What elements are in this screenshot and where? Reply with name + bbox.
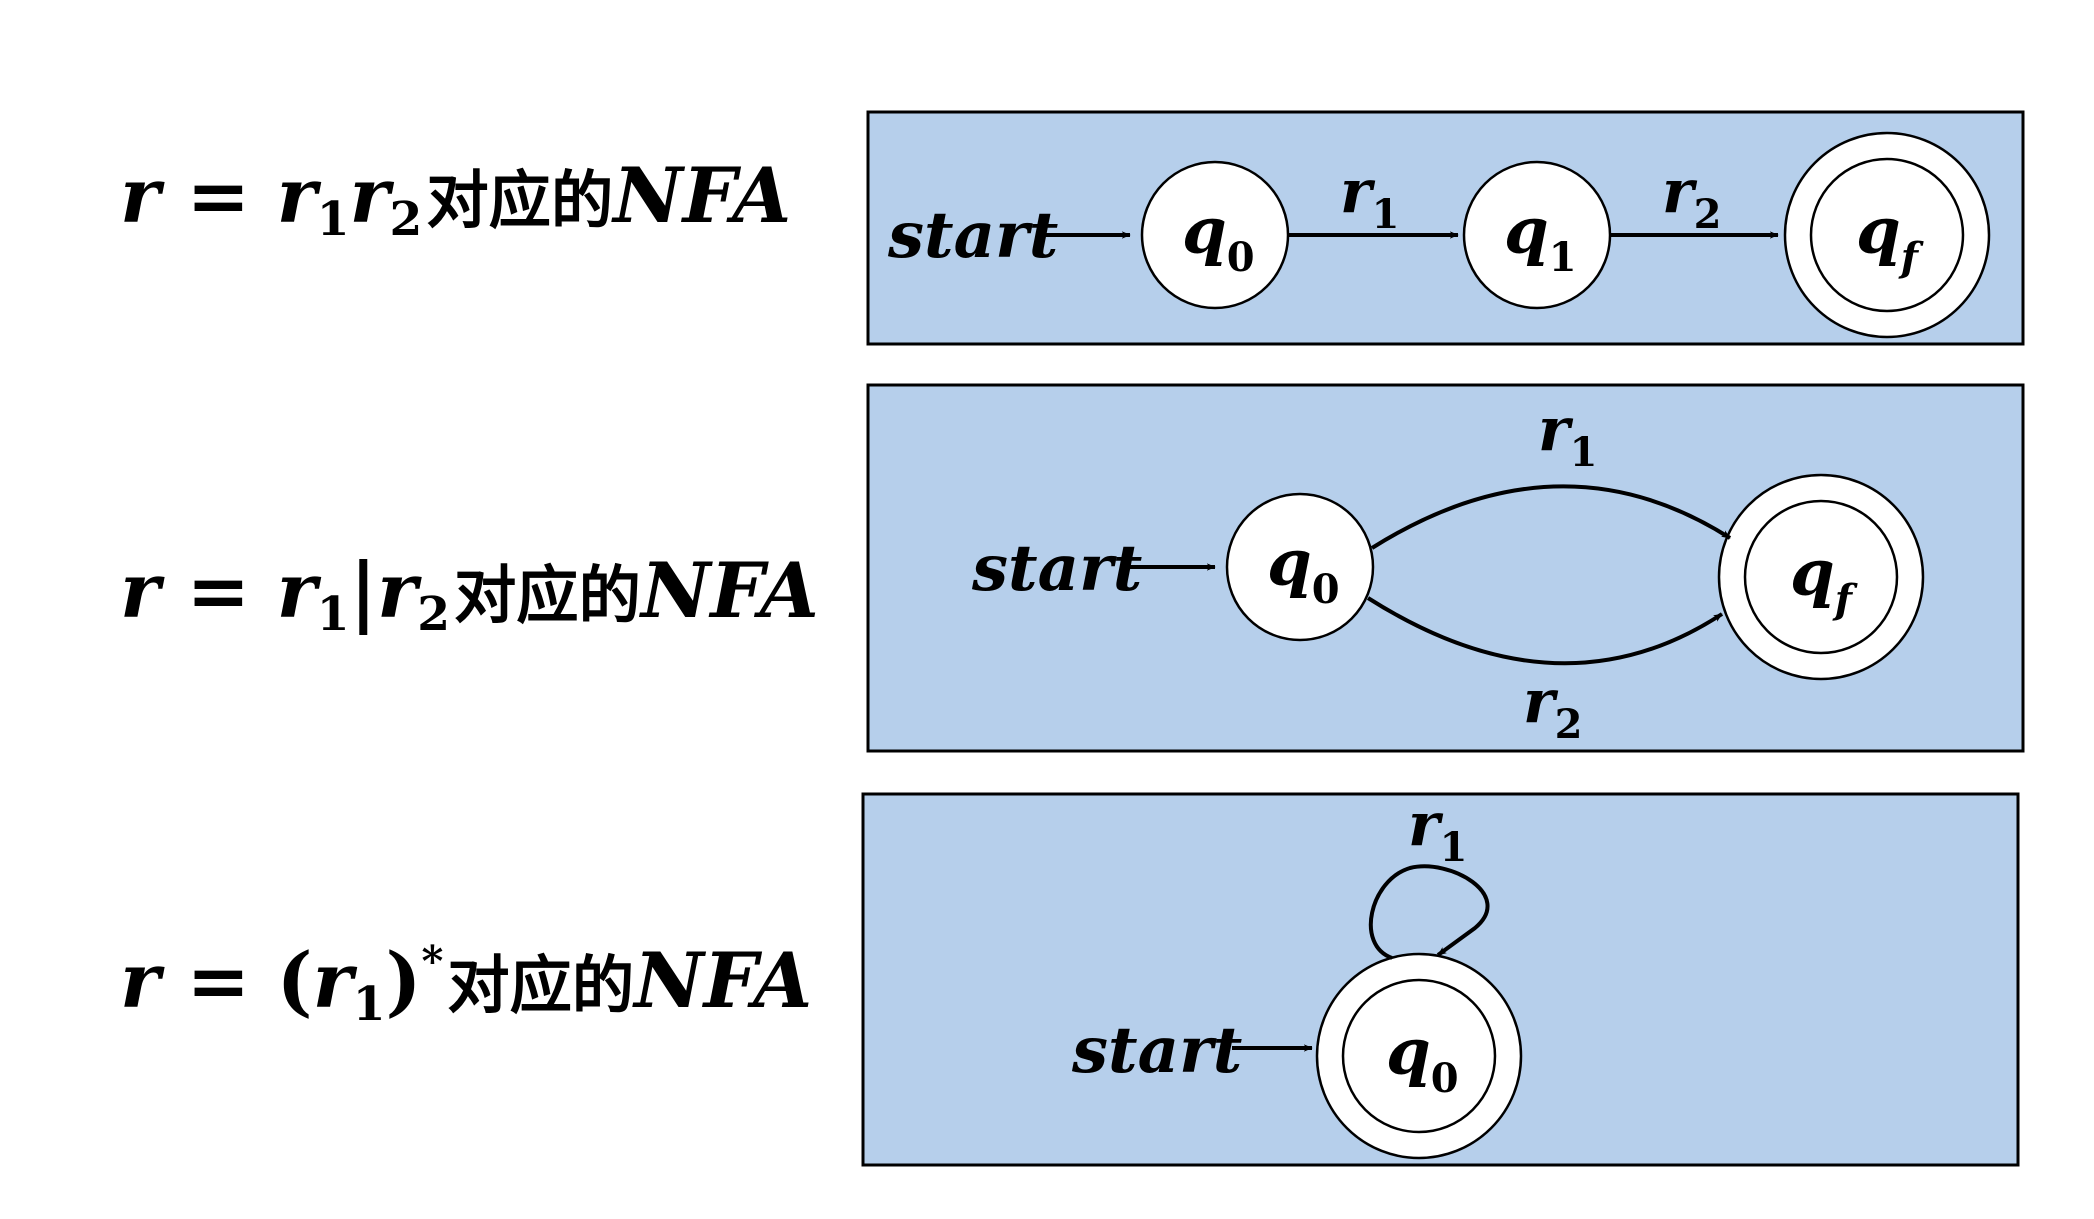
edge-q0-qf-top — [1370, 484, 1732, 550]
formula-close-paren: ) — [385, 936, 422, 1025]
formula-eq: = — [186, 151, 251, 240]
state-sub: 0 — [1227, 234, 1255, 281]
edge-label-r1: r1 — [1538, 395, 1597, 476]
state-name: q — [1267, 526, 1312, 601]
edge-sub: 1 — [1372, 191, 1400, 238]
formula-r2: r — [349, 151, 390, 240]
state-q0 — [1225, 492, 1375, 642]
state-name: q — [1856, 194, 1901, 269]
start-label: start — [971, 531, 1142, 606]
edge-label-r1: r1 — [1408, 790, 1467, 871]
formula-r1: r — [312, 936, 353, 1025]
formula-lhs: r — [120, 546, 161, 635]
edge-label-r1: r1 — [1340, 157, 1399, 238]
nfa-union: start q0 qf r1 r2 — [866, 383, 2025, 753]
edge-sub: 2 — [1555, 701, 1583, 748]
edge-label-r2: r2 — [1662, 157, 1721, 238]
formula-r2-sub: 2 — [389, 192, 423, 248]
edge-q0-qf-bottom — [1366, 596, 1724, 666]
formula-r2-sub: 2 — [417, 587, 450, 643]
formula-lhs: r — [120, 936, 161, 1025]
start-label: start — [1071, 1013, 1242, 1088]
formula-concat: r = r1r2对应的NFA — [120, 150, 791, 247]
nfa-concat: start q0 q1 qf r1 r2 — [866, 110, 2025, 346]
formula-union: r = r1|r2对应的NFA — [120, 545, 819, 642]
edge-sym: r — [1340, 157, 1376, 227]
edge-sub: 1 — [1570, 429, 1598, 476]
formula-nfa: NFA — [640, 546, 819, 635]
state-name: q — [1790, 536, 1835, 611]
edge-sym: r — [1538, 395, 1574, 465]
formula-eq: = — [186, 546, 251, 635]
formula-bar: | — [349, 546, 378, 635]
formula-eq: = — [186, 936, 251, 1025]
formula-lhs: r — [120, 151, 161, 240]
state-qf-inner — [1743, 499, 1899, 655]
edge-sub: 1 — [1440, 824, 1468, 871]
formula-r2: r — [377, 546, 418, 635]
state-sub: 1 — [1549, 234, 1577, 281]
state-q0-label: q0 — [1182, 194, 1255, 281]
state-name: q — [1504, 194, 1549, 269]
formula-r1: r — [276, 546, 317, 635]
formula-suffix: 对应的 — [426, 164, 614, 237]
formula-nfa: NFA — [634, 936, 813, 1025]
edge-label-r2: r2 — [1523, 667, 1582, 748]
formula-r1-sub: 1 — [316, 587, 350, 643]
formula-suffix: 对应的 — [447, 949, 635, 1022]
formula-suffix: 对应的 — [453, 559, 641, 632]
formula-star-sup: * — [421, 936, 444, 986]
start-label: start — [887, 198, 1058, 273]
formula-nfa: NFA — [613, 151, 792, 240]
state-qf-inner — [1809, 157, 1965, 313]
edge-sub: 2 — [1694, 191, 1722, 238]
edge-sym: r — [1408, 790, 1444, 860]
state-q0-label: q0 — [1267, 526, 1340, 613]
edge-q0-self-loop — [1368, 864, 1490, 960]
formula-r1: r — [276, 151, 317, 240]
state-name: q — [1182, 194, 1227, 269]
formula-r1-sub: 1 — [352, 977, 386, 1033]
formula-r1-sub: 1 — [316, 192, 350, 248]
nfa-star: start q0 r1 — [861, 790, 2020, 1167]
state-q0-label: q0 — [1386, 1015, 1459, 1102]
formula-open-paren: ( — [276, 936, 313, 1025]
state-q1-label: q1 — [1504, 194, 1577, 281]
state-name: q — [1386, 1015, 1431, 1090]
state-sub: 0 — [1431, 1055, 1459, 1102]
formula-star: r = (r1)*对应的NFA — [120, 935, 812, 1032]
edge-sym: r — [1662, 157, 1698, 227]
state-q0-inner — [1341, 978, 1497, 1134]
state-sub: 0 — [1312, 566, 1340, 613]
edge-sym: r — [1523, 667, 1559, 737]
